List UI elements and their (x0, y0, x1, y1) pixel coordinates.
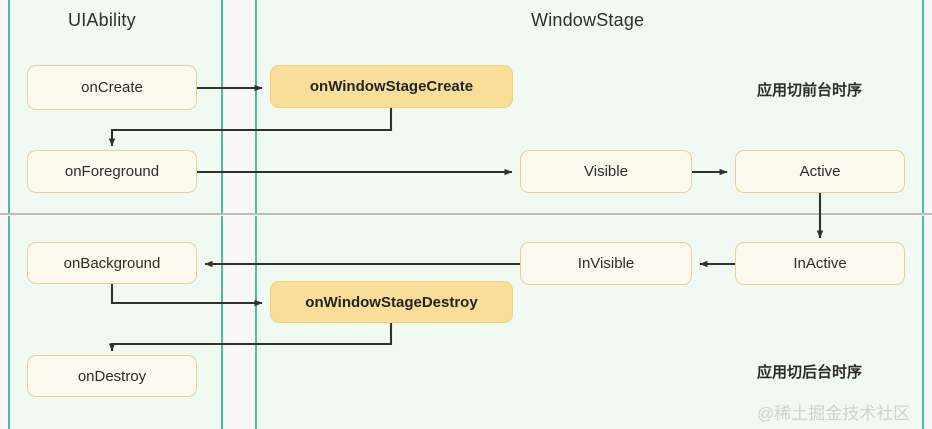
node-inactive-label: InActive (793, 255, 847, 272)
windowstage-title: WindowStage (531, 10, 645, 30)
node-invisible-label: InVisible (577, 255, 635, 272)
watermark: @稀土掘金技术社区 (757, 404, 911, 423)
annotation-foreground-sequence: 应用切前台时序 (757, 82, 863, 99)
annotation-background-sequence: 应用切后台时序 (757, 364, 863, 381)
node-onwindowstagecreate-label: onWindowStageCreate (309, 78, 474, 95)
node-visible[interactable]: Visible (520, 150, 692, 193)
node-ondestroy-label: onDestroy (77, 367, 147, 385)
node-oncreate-label: onCreate (81, 79, 143, 96)
node-inactive[interactable]: InActive (735, 242, 905, 285)
node-onwindowstagedestroy[interactable]: onWindowStageDestroy (270, 281, 513, 323)
node-invisible[interactable]: InVisible (520, 242, 692, 285)
uiability-title: UIAbility (68, 10, 136, 30)
phase-divider (0, 213, 932, 215)
node-active-label: Active (799, 163, 841, 180)
node-onwindowstagecreate[interactable]: onWindowStageCreate (270, 65, 513, 108)
node-active[interactable]: Active (735, 150, 905, 193)
node-ondestroy[interactable]: onDestroy (27, 355, 197, 397)
node-onwindowstagedestroy-label: onWindowStageDestroy (305, 293, 478, 311)
node-oncreate[interactable]: onCreate (27, 65, 197, 110)
node-visible-label: Visible (584, 163, 628, 180)
node-onbackground-label: onBackground (63, 254, 161, 272)
node-onforeground[interactable]: onForeground (27, 150, 197, 193)
node-onbackground[interactable]: onBackground (27, 242, 197, 284)
node-onforeground-label: onForeground (64, 163, 160, 180)
